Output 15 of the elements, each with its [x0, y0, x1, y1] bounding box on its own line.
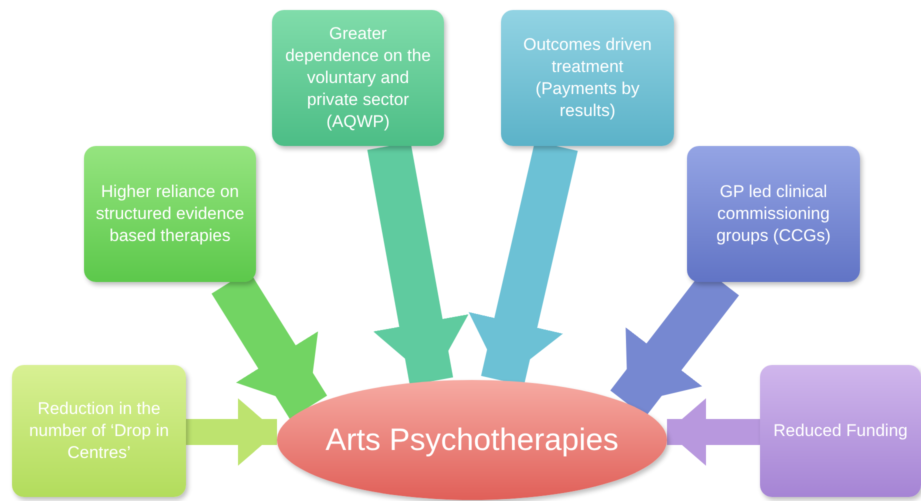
factor-box [687, 146, 860, 282]
factor-box [760, 365, 921, 497]
factor-box [272, 10, 444, 146]
node-label: Greater dependence on the voluntary and private sector (AQWP) [284, 22, 432, 134]
block-arrow [186, 400, 277, 464]
factor-box [12, 365, 186, 497]
node-label: Higher reliance on structured evidence based therapies [94, 180, 246, 248]
node-label: Outcomes driven treatment (Payments by results) [522, 34, 653, 122]
block-arrow [667, 400, 760, 464]
node-label: GP led clinical commissioning groups (CCGs) [715, 180, 832, 248]
node-label: Reduced Funding [773, 420, 908, 442]
node-label: Reduction in the number of ‘Drop in Centres’ [28, 398, 170, 464]
factor-box [501, 10, 674, 146]
factor-box [84, 146, 256, 282]
node-label: Arts Psychotherapies [326, 421, 618, 459]
